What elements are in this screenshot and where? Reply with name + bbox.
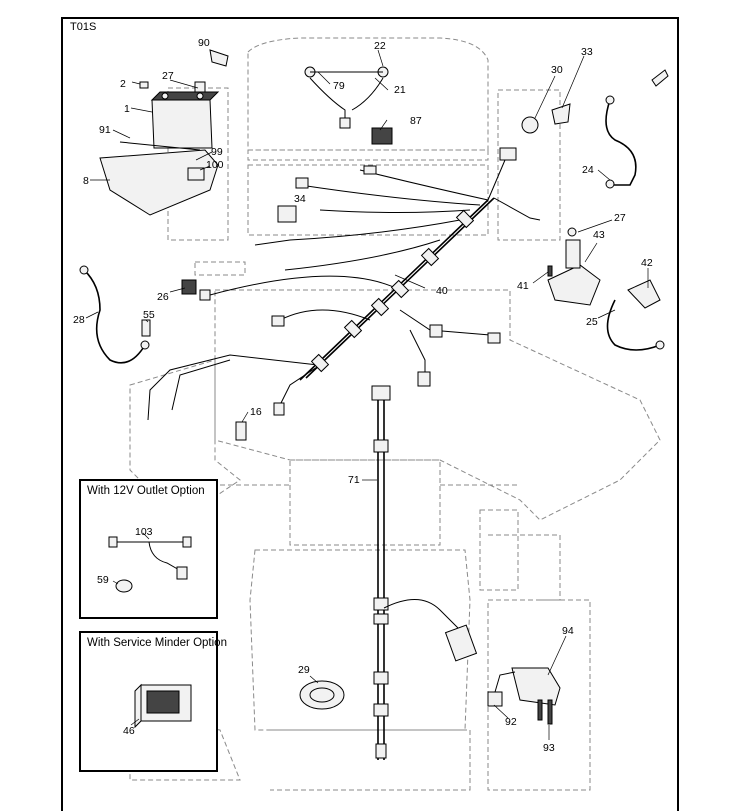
callout-8: 8 bbox=[83, 175, 89, 187]
callout-42: 42 bbox=[641, 257, 653, 269]
callout-43: 43 bbox=[593, 229, 605, 241]
headlight-harness bbox=[304, 66, 393, 145]
callout-28: 28 bbox=[73, 314, 85, 326]
callout-40: 40 bbox=[436, 285, 448, 297]
callout-87: 87 bbox=[410, 115, 422, 127]
callout-94: 94 bbox=[562, 625, 574, 637]
callout-91: 91 bbox=[99, 124, 111, 136]
callout-71: 71 bbox=[348, 474, 360, 486]
rear-harness bbox=[371, 385, 478, 760]
outlet-harness-drawing: 103 59 bbox=[97, 526, 192, 593]
callout-90: 90 bbox=[198, 37, 210, 49]
callout-34: 34 bbox=[294, 193, 306, 205]
callout-29: 29 bbox=[298, 664, 310, 676]
callout-25: 25 bbox=[586, 316, 598, 328]
callout-2: 2 bbox=[120, 78, 126, 90]
callout-103: 103 bbox=[135, 526, 153, 538]
callout-46: 46 bbox=[123, 725, 135, 737]
callout-100: 100 bbox=[206, 159, 224, 171]
callout-99: 99 bbox=[211, 146, 223, 158]
callout-59: 59 bbox=[97, 574, 109, 586]
battery-assembly bbox=[99, 49, 229, 216]
inset-service-minder-title: With Service Minder Option bbox=[87, 637, 227, 649]
callout-21: 21 bbox=[394, 84, 406, 96]
callout-27-right: 27 bbox=[614, 212, 626, 224]
callout-55: 55 bbox=[143, 309, 155, 321]
callout-41: 41 bbox=[517, 280, 529, 292]
sheet-code: T01S bbox=[70, 21, 97, 33]
inset-12v-outlet-title: With 12V Outlet Option bbox=[87, 485, 205, 497]
callout-labels: 90 22 33 27 2 79 21 30 1 87 91 99 100 8 … bbox=[73, 37, 653, 754]
main-harness bbox=[147, 147, 541, 421]
starter-parts bbox=[521, 69, 669, 351]
callout-93: 93 bbox=[543, 742, 555, 754]
ground-cable bbox=[79, 205, 297, 441]
diagram-frame bbox=[61, 17, 679, 811]
callout-27-top: 27 bbox=[162, 70, 174, 82]
rear-module bbox=[299, 667, 561, 725]
callout-24: 24 bbox=[582, 164, 594, 176]
callout-33: 33 bbox=[581, 46, 593, 58]
callout-1: 1 bbox=[124, 103, 130, 115]
service-minder-drawing: 46 bbox=[123, 683, 192, 737]
callout-22: 22 bbox=[374, 40, 386, 52]
callout-16: 16 bbox=[250, 406, 262, 418]
callout-30: 30 bbox=[551, 64, 563, 76]
callout-92: 92 bbox=[505, 716, 517, 728]
inset-service-minder: With Service Minder Option 46 bbox=[79, 631, 227, 772]
inset-12v-outlet: With 12V Outlet Option 103 59 bbox=[79, 479, 218, 619]
leader-lines bbox=[85, 49, 649, 740]
callout-26: 26 bbox=[157, 291, 169, 303]
callout-79: 79 bbox=[333, 80, 345, 92]
